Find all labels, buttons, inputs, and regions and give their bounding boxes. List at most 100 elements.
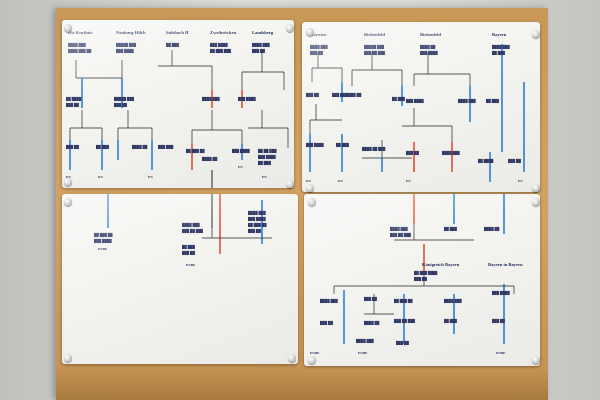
svg-text:██ ███: ██ ███ bbox=[182, 244, 195, 250]
svg-text:████ ███ ██: ████ ███ ██ bbox=[68, 48, 92, 54]
svg-text:███ ██: ███ ██ bbox=[310, 50, 323, 56]
thumbtack bbox=[532, 356, 540, 364]
svg-text:████ ██: ████ ██ bbox=[202, 156, 218, 162]
svg-text:██ ███ ████: ██ ███ ████ bbox=[414, 270, 438, 276]
svg-text:██ ███ ███: ██ ███ ███ bbox=[210, 48, 232, 54]
svg-text:████ ██: ████ ██ bbox=[484, 226, 500, 232]
end-marker: EN bbox=[98, 175, 103, 179]
svg-text:██ ███: ██ ███ bbox=[336, 142, 349, 148]
thumbtack bbox=[288, 354, 296, 362]
svg-text:████ ███: ████ ███ bbox=[356, 338, 374, 344]
family-tree-diagram: ██ ███ █████ ████ ████ ██████ ██ ███ ██ … bbox=[94, 194, 272, 267]
svg-text:███ ██: ███ ██ bbox=[252, 48, 265, 54]
svg-text:█████ ███: █████ ███ bbox=[116, 42, 137, 48]
heading-3: Birkenfeld bbox=[420, 32, 441, 37]
end-marker: EN bbox=[338, 179, 343, 183]
svg-text:█████ ███: █████ ███ bbox=[114, 96, 135, 102]
svg-text:████ ███: ████ ███ bbox=[390, 226, 408, 232]
end-marker: ENDE bbox=[358, 351, 368, 355]
wooden-board: Die Kurlinie Neuburg-Hilch Sulzbach II Z… bbox=[56, 8, 548, 400]
svg-text:███ ████: ███ ████ bbox=[258, 154, 276, 160]
svg-text:████ ███: ████ ███ bbox=[444, 298, 462, 304]
svg-text:███ ██: ███ ██ bbox=[364, 296, 377, 302]
svg-text:████ ███: ████ ███ bbox=[310, 44, 328, 50]
thumbtack bbox=[64, 354, 72, 362]
svg-text:████ ███: ████ ███ bbox=[252, 42, 270, 48]
svg-text:███ ██: ███ ██ bbox=[320, 320, 333, 326]
end-marker: EN bbox=[238, 165, 243, 169]
thumbtack bbox=[532, 184, 540, 192]
thumbtack bbox=[532, 198, 540, 206]
svg-text:███ ████: ███ ████ bbox=[210, 42, 228, 48]
heading-1: Königreich Bayern bbox=[422, 262, 460, 267]
svg-text:███ ██: ███ ██ bbox=[66, 144, 79, 150]
svg-text:██ ███: ██ ███ bbox=[444, 318, 457, 324]
thumbtack bbox=[306, 28, 314, 36]
svg-text:████ ██: ████ ██ bbox=[420, 44, 436, 50]
svg-text:████ ██: ████ ██ bbox=[364, 320, 380, 326]
svg-text:███ ██ ███: ███ ██ ███ bbox=[182, 228, 204, 234]
svg-text:███ ████: ███ ████ bbox=[116, 48, 134, 54]
svg-text:███ ██: ███ ██ bbox=[248, 228, 261, 234]
svg-text:██ ███ ██: ██ ███ ██ bbox=[248, 222, 267, 228]
svg-text:██ ███: ██ ███ bbox=[486, 98, 499, 104]
svg-text:████ ███: ████ ███ bbox=[202, 96, 220, 102]
end-marker: ENDE bbox=[98, 247, 108, 251]
heading-1: Kärnten bbox=[310, 32, 327, 37]
heading-2: Birkenfeld bbox=[364, 32, 385, 37]
end-marker: ENDE bbox=[310, 351, 320, 355]
svg-text:███ ████: ███ ████ bbox=[420, 50, 438, 56]
genealogy-sheet-top-right: Kärnten Birkenfeld Birkenfeld Bayern bbox=[302, 22, 540, 192]
thumbtack bbox=[308, 198, 316, 206]
svg-text:████ ███: ████ ███ bbox=[458, 98, 476, 104]
thumbtack bbox=[308, 356, 316, 364]
end-marker: EN bbox=[66, 175, 71, 179]
svg-text:███ ████: ███ ████ bbox=[248, 216, 266, 222]
svg-text:███ ████: ███ ████ bbox=[232, 148, 250, 154]
svg-text:███ ████: ███ ████ bbox=[492, 290, 510, 296]
svg-text:████ ██: ████ ██ bbox=[132, 144, 148, 150]
heading-4: Zweibrücken bbox=[210, 30, 236, 35]
svg-text:███ ██: ███ ██ bbox=[414, 276, 427, 282]
heading-5: Landsberg bbox=[252, 30, 274, 35]
svg-text:██ ████: ██ ████ bbox=[66, 96, 82, 102]
svg-text:██ ███: ██ ███ bbox=[166, 42, 179, 48]
thumbtack bbox=[64, 24, 72, 32]
svg-text:███ ████: ███ ████ bbox=[306, 142, 324, 148]
end-marker: EN bbox=[406, 179, 411, 183]
genealogy-sheet-bottom-left: ██ ███ █████ ████ ████ ██████ ██ ███ ██ … bbox=[62, 194, 298, 364]
svg-text:███ ██: ███ ██ bbox=[492, 318, 505, 324]
svg-text:██ ███ ██: ██ ███ ██ bbox=[94, 232, 113, 238]
end-marker: EN bbox=[306, 179, 311, 183]
svg-text:███ ██ ███: ███ ██ ███ bbox=[394, 318, 416, 324]
heading-4: Bayern bbox=[492, 32, 507, 37]
svg-text:███ ███: ███ ███ bbox=[158, 144, 174, 150]
genealogy-sheet-top-left: Die Kurlinie Neuburg-Hilch Sulzbach II Z… bbox=[62, 20, 294, 188]
svg-text:██ ███: ██ ███ bbox=[492, 50, 505, 56]
svg-text:████ ███: ████ ███ bbox=[68, 42, 86, 48]
board-shadow bbox=[56, 370, 548, 400]
svg-text:██ ███: ██ ███ bbox=[96, 144, 109, 150]
heading-2: Bayern in Bayern bbox=[488, 262, 523, 267]
thumbtack bbox=[64, 178, 72, 186]
svg-text:██ ███: ██ ███ bbox=[392, 96, 405, 102]
end-marker: EN bbox=[518, 179, 523, 183]
svg-text:█████ ███: █████ ███ bbox=[364, 44, 385, 50]
thumbtack bbox=[64, 198, 72, 206]
heading-2: Neuburg-Hilch bbox=[116, 30, 146, 35]
genealogy-sheet-bottom-right: Königreich Bayern Bayern in Bayern ████ … bbox=[304, 194, 540, 366]
thumbtack bbox=[286, 180, 294, 188]
heading-3: Sulzbach II bbox=[166, 30, 189, 35]
svg-text:██ ███ ██: ██ ███ ██ bbox=[186, 148, 205, 154]
svg-text:███ ██: ███ ██ bbox=[508, 158, 521, 164]
thumbtack bbox=[306, 184, 314, 192]
svg-text:████ ███: ████ ███ bbox=[442, 150, 460, 156]
svg-text:███ ████: ███ ████ bbox=[238, 96, 256, 102]
svg-text:████ ███: ████ ███ bbox=[492, 44, 510, 50]
thumbtack bbox=[532, 30, 540, 38]
end-marker: ENDE bbox=[186, 263, 196, 267]
svg-text:██ ████: ██ ████ bbox=[478, 158, 494, 164]
svg-text:██ ███: ██ ███ bbox=[258, 160, 271, 166]
svg-text:███ ██: ███ ██ bbox=[66, 102, 79, 108]
svg-text:███ ██ ███: ███ ██ ███ bbox=[364, 50, 386, 56]
